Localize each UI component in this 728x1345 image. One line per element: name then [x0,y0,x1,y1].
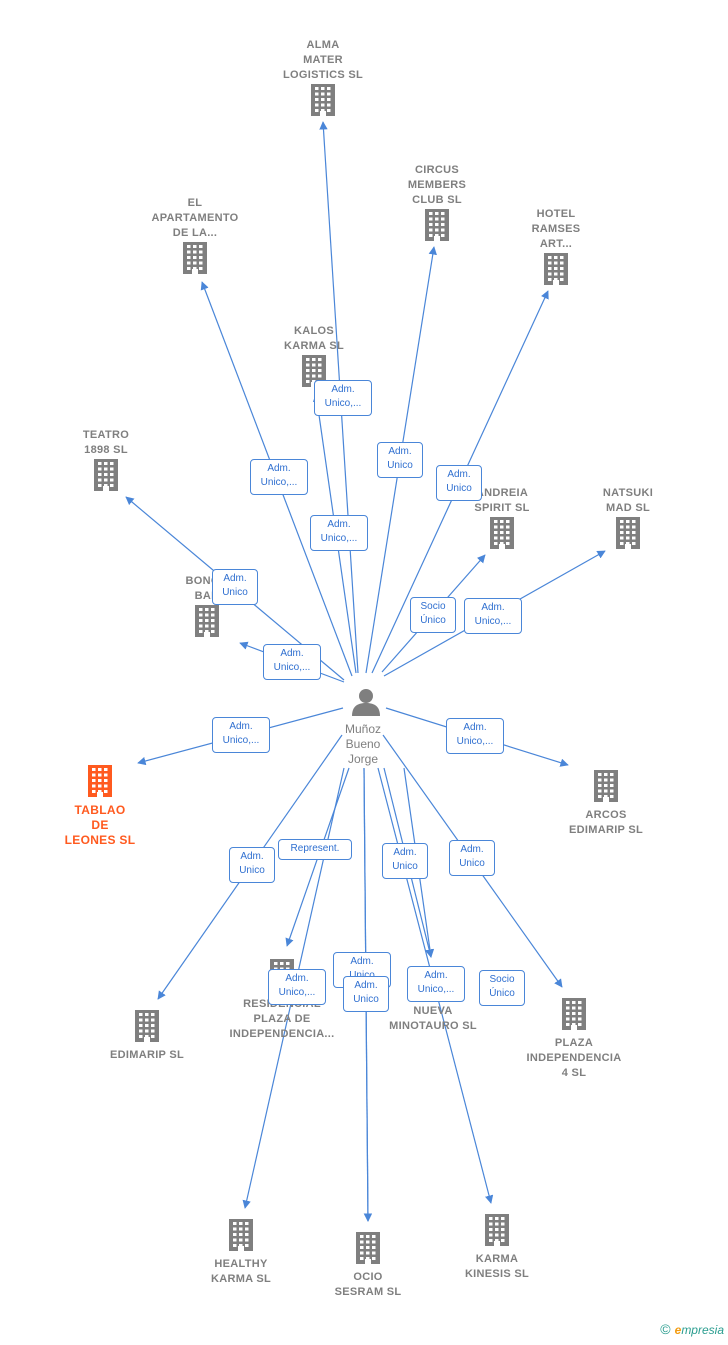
relation-label-teatro[interactable]: Adm. Unico [212,569,258,605]
building-icon[interactable] [487,516,517,555]
company-node-edimarip[interactable]: EDIMARIP SL [87,1009,207,1063]
company-name-label[interactable]: NATSUKI MAD SL [602,487,654,514]
relation-label-healthy[interactable]: Adm. Unico,... [268,969,326,1005]
company-name-label[interactable]: ARCOS EDIMARIP SL [569,809,643,836]
relation-label-bongo[interactable]: Adm. Unico,... [263,644,321,680]
relation-label-kalos[interactable]: Adm. Unico,... [310,515,368,551]
company-name-label[interactable]: CIRCUS MEMBERS CLUB SL [407,164,467,206]
building-icon[interactable] [180,241,210,280]
relation-label-hotel-ramses[interactable]: Adm. Unico [436,465,482,501]
company-name-label[interactable]: TABLAO DE LEONES SL [64,803,136,847]
company-node-tablao[interactable]: TABLAO DE LEONES SL [40,764,160,848]
company-node-healthy[interactable]: HEALTHY KARMA SL [181,1218,301,1287]
company-node-ocio[interactable]: OCIO SESRAM SL [308,1231,428,1300]
company-node-andreia[interactable]: ANDREIA SPIRIT SL [442,486,562,555]
relation-label-circus[interactable]: Adm. Unico [377,442,423,478]
company-name-label[interactable]: KALOS KARMA SL [283,325,345,352]
building-icon[interactable] [591,769,621,808]
relation-label-edimarip[interactable]: Adm. Unico [229,847,275,883]
brand-logo-e: e [674,1323,682,1337]
relation-label-karma-kinesis[interactable]: Adm. Unico,... [407,966,465,1002]
building-icon[interactable] [132,1009,162,1048]
building-icon[interactable] [85,764,115,803]
company-node-el-apartamento[interactable]: EL APARTAMENTO DE LA... [135,196,255,280]
building-icon[interactable] [192,604,222,643]
company-node-arcos[interactable]: ARCOS EDIMARIP SL [546,769,666,838]
building-icon[interactable] [353,1231,383,1270]
company-node-hotel-ramses[interactable]: HOTEL RAMSES ART... [496,207,616,291]
company-name-label[interactable]: ANDREIA SPIRIT SL [474,487,530,514]
building-icon[interactable] [308,83,338,122]
building-icon[interactable] [559,997,589,1036]
relation-label-el-apartamento[interactable]: Adm. Unico,... [250,459,308,495]
relation-label-arcos[interactable]: Adm. Unico,... [446,718,504,754]
building-icon[interactable] [226,1218,256,1257]
building-icon[interactable] [422,208,452,247]
company-node-karma-kinesis[interactable]: KARMA KINESIS SL [437,1213,557,1282]
copyright-symbol: © [660,1321,671,1337]
company-name-label[interactable]: HEALTHY KARMA SL [210,1258,272,1285]
person-icon[interactable] [349,686,383,718]
footer-brand[interactable]: ©empresia [660,1321,724,1337]
company-name-label[interactable]: TEATRO 1898 SL [82,429,130,456]
relation-label-natsuki[interactable]: Adm. Unico,... [464,598,522,634]
building-icon[interactable] [482,1213,512,1252]
company-node-natsuki[interactable]: NATSUKI MAD SL [568,486,688,555]
company-node-teatro[interactable]: TEATRO 1898 SL [46,428,166,497]
relation-label-nueva[interactable]: Socio Único [479,970,525,1006]
relation-label-ocio[interactable]: Adm. Unico [343,976,389,1012]
relation-label-alma[interactable]: Adm. Unico,... [314,380,372,416]
building-icon[interactable] [613,516,643,555]
company-name-label[interactable]: EL APARTAMENTO DE LA... [151,197,239,239]
company-node-alma[interactable]: ALMA MATER LOGISTICS SL [263,38,383,122]
company-name-label[interactable]: PLAZA INDEPENDENCIA 4 SL [526,1037,622,1079]
company-name-label[interactable]: EDIMARIP SL [110,1049,184,1061]
relation-label-tablao[interactable]: Adm. Unico,... [212,717,270,753]
company-node-circus[interactable]: CIRCUS MEMBERS CLUB SL [377,163,497,247]
relation-label-plaza4[interactable]: Adm. Unico [449,840,495,876]
relation-label-nueva[interactable]: Adm. Unico [382,843,428,879]
company-name-label[interactable]: KARMA KINESIS SL [464,1253,530,1280]
company-name-label[interactable]: ALMA MATER LOGISTICS SL [283,39,363,81]
center-person-label: Muñoz Bueno Jorge [344,722,382,766]
building-icon[interactable] [541,252,571,291]
company-name-label[interactable]: HOTEL RAMSES ART... [531,208,581,250]
company-name-label[interactable]: OCIO SESRAM SL [334,1271,402,1298]
relation-label-residencial[interactable]: Represent. [278,839,352,860]
brand-logo-text: mpresia [681,1323,724,1337]
relation-label-andreia[interactable]: Socio Único [410,597,456,633]
building-icon[interactable] [91,458,121,497]
company-node-plaza4[interactable]: PLAZA INDEPENDENCIA 4 SL [514,997,634,1081]
company-name-label[interactable]: NUEVA MINOTAURO SL [389,1005,477,1032]
